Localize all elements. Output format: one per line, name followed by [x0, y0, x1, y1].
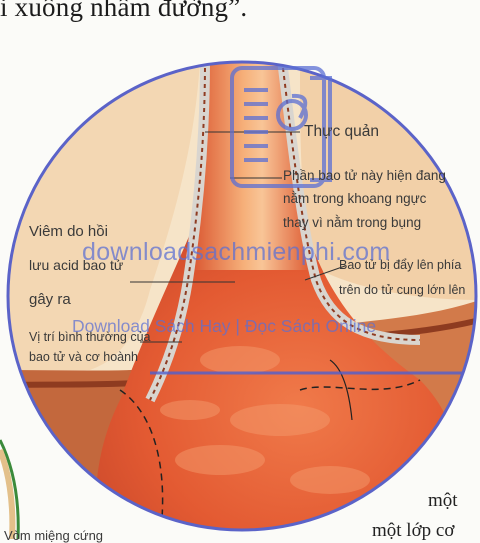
label-reflux-line3: gây ra	[29, 292, 71, 307]
label-reflux-line1: Viêm do hồi	[29, 224, 108, 239]
label-pushed-line2: trên do tử cung lớn lên	[339, 283, 465, 297]
caption-hard-palate: Vòm miệng cứng	[4, 528, 103, 543]
label-normal-line2: bao tử và cơ hoành	[29, 350, 138, 364]
label-stomach-part-line2: nằm trong khoang ngực	[283, 191, 426, 206]
watermark-tagline: Download Sách Hay | Đọc Sách Online	[72, 316, 376, 337]
body-text-partial: một	[428, 490, 458, 512]
label-stomach-part-line1: Phần bao tử này hiện đang	[283, 168, 446, 183]
label-stomach-part-line3: thay vì nằm trong bụng	[283, 215, 421, 230]
label-esophagus: Thực quản	[304, 124, 379, 140]
watermark-site: downloadsachmienphi.com	[82, 238, 390, 267]
